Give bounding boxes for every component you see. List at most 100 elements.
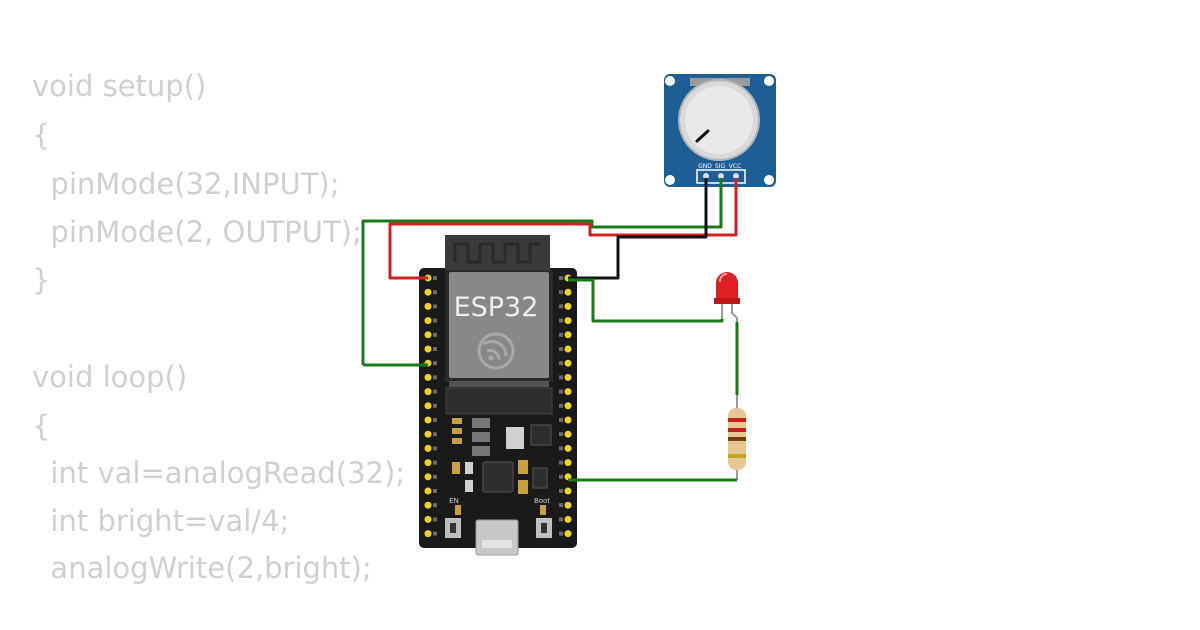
pot-pin-label-gnd: GND [698, 163, 712, 170]
mounting-hole [665, 76, 675, 86]
pin-silkscreen-mark [559, 460, 563, 465]
wire-sig-to-gpio32[interactable] [361, 178, 723, 365]
header-pin[interactable] [424, 331, 432, 339]
led-base [714, 298, 740, 304]
header-pin[interactable] [424, 317, 432, 325]
smd-diode [472, 418, 490, 428]
smd-component [452, 462, 460, 474]
pin-silkscreen-mark [433, 531, 437, 536]
red-led[interactable] [714, 272, 740, 322]
header-pin[interactable] [424, 487, 432, 495]
header-pin[interactable] [424, 402, 432, 410]
resistor[interactable] [728, 395, 746, 480]
potentiometer-module[interactable]: GND SIG VCC [664, 74, 776, 187]
header-pin[interactable] [564, 430, 572, 438]
pin-silkscreen-mark [559, 432, 563, 437]
header-pin[interactable] [564, 359, 572, 367]
smd-component [452, 418, 462, 424]
header-pin[interactable] [564, 388, 572, 396]
resistor-band [728, 428, 746, 432]
wire-vcc-to-3v3[interactable] [388, 178, 738, 280]
smd-component [465, 480, 473, 492]
pin-silkscreen-mark [559, 474, 563, 479]
header-pin[interactable] [564, 487, 572, 495]
header-pin[interactable] [424, 302, 432, 310]
usb-uart-chip [482, 461, 514, 493]
header-pin[interactable] [564, 530, 572, 538]
pin-silkscreen-mark [559, 347, 563, 351]
header-pin[interactable] [424, 473, 432, 481]
code-line: { [32, 118, 51, 152]
pin-silkscreen-mark [559, 332, 563, 337]
pin-silkscreen-mark [559, 517, 563, 522]
module-castellation [449, 381, 549, 387]
smd-component [465, 462, 473, 474]
mounting-hole [665, 175, 675, 185]
header-pin[interactable] [564, 515, 572, 523]
header-pin[interactable] [564, 501, 572, 509]
header-pin[interactable] [424, 345, 432, 353]
boot-button-cap [541, 523, 547, 533]
pin-silkscreen-mark [433, 389, 437, 394]
pin-silkscreen-mark [433, 361, 437, 366]
pin-row-left [424, 274, 437, 538]
pin-silkscreen-mark [559, 304, 563, 309]
header-pin[interactable] [424, 373, 432, 381]
led-body [716, 272, 738, 300]
pin-silkscreen-mark [559, 389, 563, 394]
header-pin[interactable] [424, 288, 432, 296]
header-pin[interactable] [564, 302, 572, 310]
header-pin[interactable] [564, 402, 572, 410]
pin-silkscreen-mark [433, 418, 437, 422]
pot-pin-sig[interactable] [718, 173, 724, 179]
esp32-board[interactable]: ESP32 EN Boot [419, 235, 577, 556]
header-pin[interactable] [564, 331, 572, 339]
header-pin[interactable] [564, 288, 572, 296]
wire-gnd-to-gnd[interactable] [568, 178, 708, 280]
pot-pin-gnd[interactable] [703, 173, 709, 179]
header-pin[interactable] [424, 530, 432, 538]
header-pin[interactable] [564, 345, 572, 353]
led-highlight [718, 272, 728, 283]
pin-silkscreen-mark [559, 361, 563, 366]
header-pin[interactable] [424, 388, 432, 396]
pin-silkscreen-mark [433, 304, 437, 309]
pin-silkscreen-mark [559, 531, 563, 536]
header-pin[interactable] [424, 459, 432, 467]
pin-silkscreen-mark [559, 276, 563, 280]
code-line: int bright=val/4; [32, 504, 290, 538]
header-pin[interactable] [424, 501, 432, 509]
micro-usb-port [475, 519, 519, 556]
header-pin[interactable] [424, 515, 432, 523]
wire-gnd-to-led[interactable] [568, 278, 724, 323]
pin-silkscreen-mark [559, 403, 563, 408]
pin-silkscreen-mark [433, 318, 437, 323]
header-pin[interactable] [564, 373, 572, 381]
header-pin[interactable] [424, 430, 432, 438]
header-pin[interactable] [564, 459, 572, 467]
en-button-cap [450, 523, 456, 533]
header-pin[interactable] [564, 444, 572, 452]
smd-diode [472, 446, 490, 456]
header-pin[interactable] [564, 416, 572, 424]
en-button-label: EN [449, 497, 459, 505]
usb-opening [482, 540, 512, 548]
code-line: analogWrite(2,bright); [32, 551, 372, 585]
smd-component [540, 505, 546, 515]
pot-pin-vcc[interactable] [733, 173, 739, 179]
smd-component [452, 428, 462, 434]
pin-silkscreen-mark [433, 332, 437, 337]
header-pin[interactable] [564, 317, 572, 325]
pin-silkscreen-mark [433, 432, 437, 437]
header-pin[interactable] [424, 416, 432, 424]
mounting-hole [764, 175, 774, 185]
pin-row-right [559, 274, 572, 538]
pin-silkscreen-mark [433, 276, 437, 280]
mounting-hole [764, 76, 774, 86]
smd-component [518, 460, 528, 474]
pot-pin-label-vcc: VCC [729, 163, 741, 170]
smd-ic [530, 424, 552, 446]
header-pin[interactable] [424, 444, 432, 452]
pin-silkscreen-mark [433, 474, 437, 479]
